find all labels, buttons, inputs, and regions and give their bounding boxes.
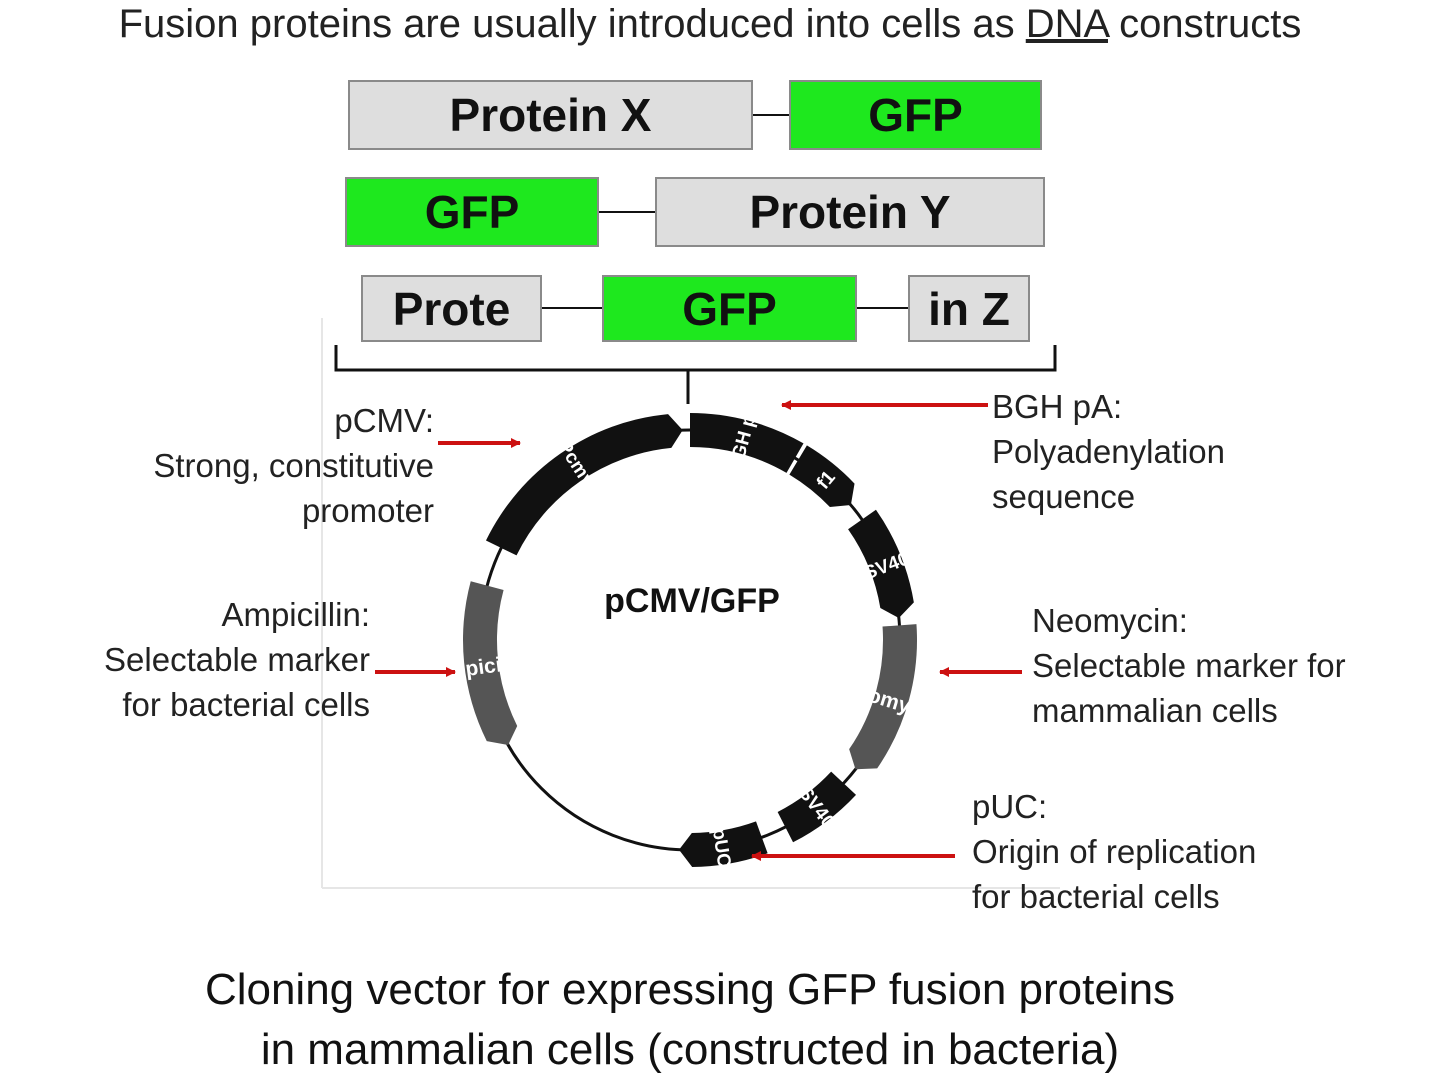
annotation-ampicillin-line2: Selectable marker	[104, 641, 370, 678]
title-prefix: Fusion proteins are usually introduced i…	[118, 2, 1026, 46]
feature-f1	[789, 445, 855, 508]
feature-ampicillin	[462, 581, 518, 745]
title-dna-word: DNA	[1025, 2, 1108, 46]
annotation-puc-line2: Origin of replication	[972, 833, 1257, 870]
plasmid-name: pCMV/GFP	[604, 582, 780, 620]
feature-bgh-pa	[690, 413, 804, 473]
annotation-pcmv-line1: pCMV:	[334, 402, 434, 439]
construct1-linker	[753, 114, 789, 116]
construct3-protein-z-right: in Z	[908, 275, 1030, 342]
annotation-puc-line3: for bacterial cells	[972, 878, 1220, 915]
page-title: Fusion proteins are usually introduced i…	[0, 0, 1420, 48]
annotation-ampicillin-line3: for bacterial cells	[122, 686, 370, 723]
annotation-bgh-line1: BGH pA:	[992, 388, 1123, 425]
annotation-pcmv-line3: promoter	[301, 492, 434, 529]
annotation-neomycin: Neomycin: Selectable marker for mammalia…	[1032, 598, 1346, 733]
annotation-bgh-line2: Polyadenylation	[992, 433, 1225, 470]
caption-line1: Cloning vector for expressing GFP fusion…	[204, 965, 1176, 1014]
construct2-linker	[599, 211, 655, 213]
construct3-gfp: GFP	[602, 275, 857, 342]
annotation-bgh-line3: sequence	[992, 478, 1136, 515]
construct2-protein-y: Protein Y	[655, 177, 1045, 247]
feature-pcmv	[485, 414, 683, 556]
construct3-protein-z-left: Prote	[361, 275, 542, 342]
construct1-gfp: GFP	[789, 80, 1042, 150]
annotation-pcmv-line2: Strong, constitutive	[153, 447, 434, 484]
annotation-puc-line1: pUC:	[972, 788, 1048, 825]
annotation-ampicillin-line1: Ampicillin:	[221, 596, 370, 633]
annotation-neomycin-line2: Selectable marker for	[1032, 647, 1346, 684]
feature-sv40-bottom	[777, 771, 857, 843]
annotation-ampicillin: Ampicillin: Selectable marker for bacter…	[104, 592, 370, 727]
annotation-neomycin-line1: Neomycin:	[1032, 602, 1188, 639]
feature-puc	[679, 821, 768, 867]
construct3-linker-right	[857, 307, 908, 309]
figure-caption: Cloning vector for expressing GFP fusion…	[0, 960, 1380, 1080]
construct1-protein-x: Protein X	[348, 80, 753, 150]
insert-bracket	[334, 345, 1057, 372]
feature-neomycin	[849, 624, 917, 770]
annotation-puc: pUC: Origin of replication for bacterial…	[972, 784, 1256, 919]
annotation-pcmv: pCMV: Strong, constitutive promoter	[153, 398, 434, 533]
annotation-bgh: BGH pA: Polyadenylation sequence	[992, 384, 1225, 519]
feature-sv40-top	[848, 509, 914, 619]
annotation-neomycin-line3: mammalian cells	[1032, 692, 1278, 729]
caption-line2: in mammalian cells (constructed in bacte…	[260, 1025, 1120, 1074]
construct2-gfp: GFP	[345, 177, 599, 247]
construct3-linker-left	[542, 307, 602, 309]
title-suffix: constructs	[1108, 2, 1302, 46]
